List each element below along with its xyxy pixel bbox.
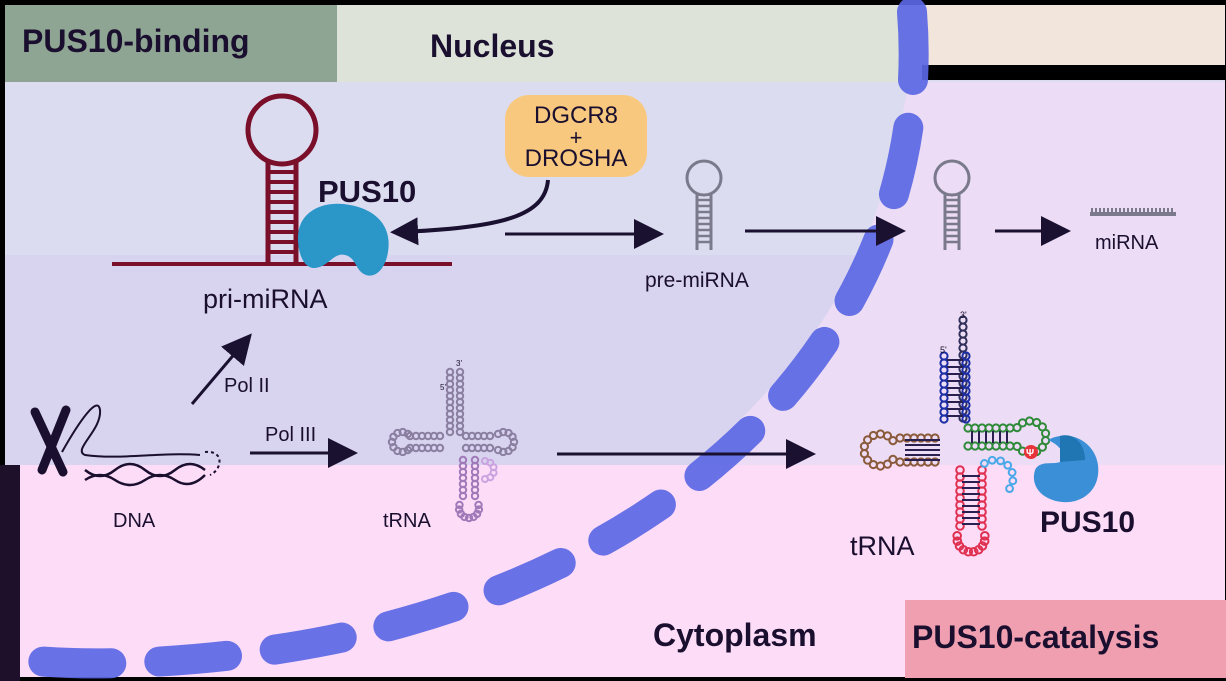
drosha-arrow [390,179,550,246]
catalysis-header-bg [905,600,1226,678]
hairpin-icon [933,159,971,250]
right-header-bg [922,5,1225,65]
drosha-label: DROSHA [525,145,628,172]
mirna-label: miRNA [1095,232,1159,254]
chromosome-icon [30,404,221,487]
psi-label: Ψ [1026,448,1034,459]
trna-right-label: tRNA [850,531,915,561]
dgcr8-drosha-box [505,95,647,177]
trna-cloverleaf-icon [859,315,1051,557]
trna-left-label: tRNA [383,510,431,532]
cytoplasm-title: Cytoplasm [653,617,817,653]
nucleus-header-bg [337,5,922,82]
trna-cloverleaf-icon [387,367,519,523]
pol2-label: Pol II [224,375,270,397]
binding-header-bg [5,5,337,82]
nucleus-title: Nucleus [430,28,554,64]
arrow-pol2 [190,333,252,405]
dna-label: DNA [113,510,156,532]
end3-big-label: 3' [960,310,967,320]
pri-mirna-label: pri-miRNA [203,284,328,314]
pus10-binding-title: PUS10-binding [22,23,250,59]
dgcr8-label: DGCR8 [534,102,618,129]
pri-mirna-hairpin [112,93,452,266]
plus-label: + [570,125,583,150]
pre-mirna-label: pre-miRNA [645,269,749,292]
cytoplasm-upper-region [690,82,1225,465]
pus10-label-bottom: PUS10 [1040,506,1135,539]
pus10-catalysis-title: PUS10-catalysis [912,619,1159,655]
pus10-protein-icon [298,203,389,276]
end3-small-label: 3' [456,359,462,368]
end5-small-label: 5' [440,383,446,392]
mature-mirna [1090,208,1176,216]
pus10-label-top: PUS10 [318,174,416,209]
pol3-label: Pol III [265,424,316,446]
nuclear-membrane [10,0,929,679]
pseudouridine-site [1024,445,1038,459]
end5-big-label: 5' [940,345,947,355]
hairpin-icon [685,159,723,250]
